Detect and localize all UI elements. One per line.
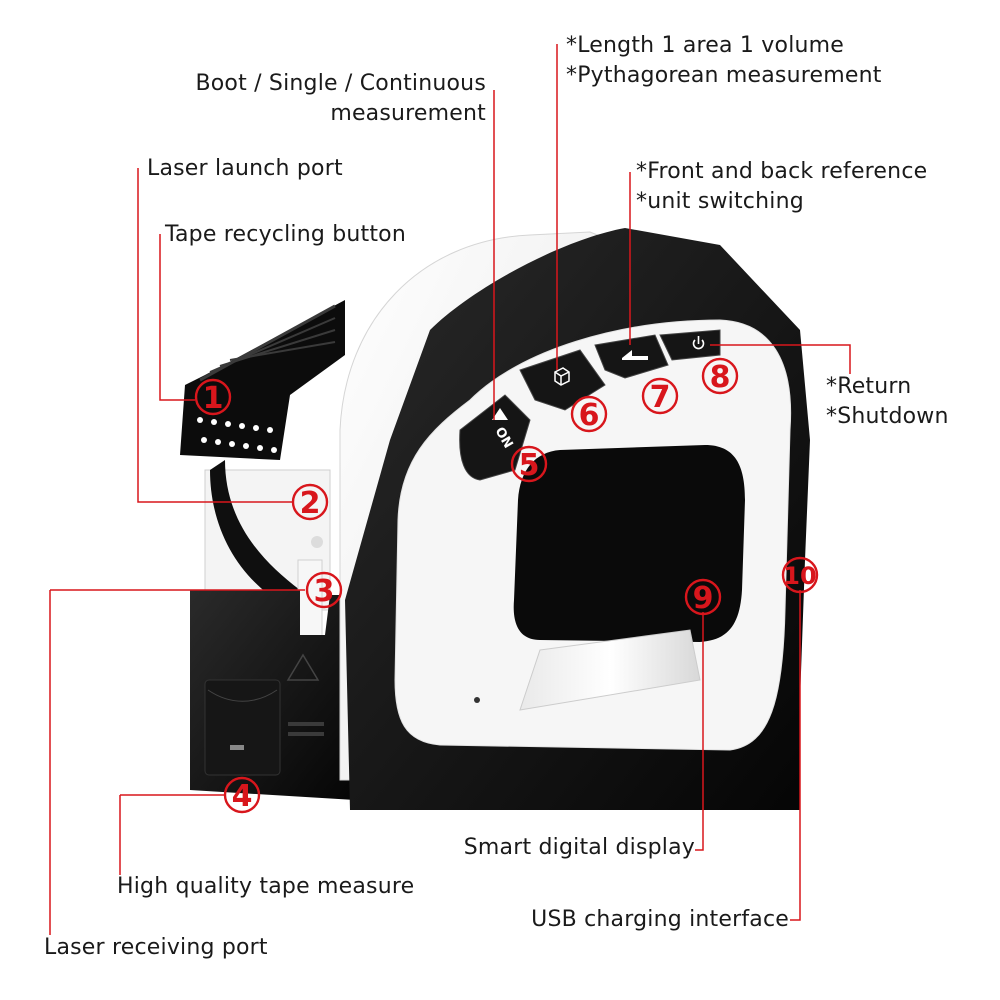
callout-6: 6 <box>579 398 600 433</box>
callout-2: 2 <box>300 486 321 521</box>
clear-window <box>519 629 701 711</box>
callout-7: 7 <box>650 380 671 415</box>
label-tape-quality: High quality tape measure <box>117 874 415 899</box>
label-usb: USB charging interface <box>531 907 789 932</box>
label-power: Boot / Single / Continuous <box>195 71 486 96</box>
reference-button[interactable] <box>594 334 669 379</box>
tape-hook <box>180 300 345 460</box>
callout-8: 8 <box>710 360 731 395</box>
callout-rings <box>194 357 819 814</box>
leader-lines <box>49 44 851 935</box>
callout-9: 9 <box>693 581 714 616</box>
label-display: Smart digital display <box>463 835 695 860</box>
callout-5: 5 <box>519 448 540 483</box>
on-arrow-icon <box>492 408 508 420</box>
front-base <box>190 590 355 800</box>
angle-icon <box>622 350 648 360</box>
label-pythagorean: *Pythagorean measurement <box>566 63 882 88</box>
callout-3: 3 <box>314 574 335 609</box>
label-return: *Return <box>826 374 912 399</box>
label-power-line2: measurement <box>330 101 486 126</box>
label-shutdown: *Shutdown <box>826 404 949 429</box>
label-front-back: *Front and back reference <box>636 159 928 184</box>
label-tape-recycle: Tape recycling button <box>165 222 406 247</box>
label-laser-launch: Laser launch port <box>147 156 343 181</box>
label-length-area: *Length 1 area 1 volume <box>566 33 845 58</box>
callout-10: 10 <box>783 562 816 590</box>
callout-1: 1 <box>203 381 224 416</box>
label-laser-receive: Laser receiving port <box>44 935 268 960</box>
power-icon <box>692 336 705 350</box>
power-button[interactable] <box>659 329 721 361</box>
mic-dot <box>474 697 480 703</box>
callout-4: 4 <box>232 779 253 814</box>
label-unit-switch: *unit switching <box>636 189 804 214</box>
cube-icon <box>554 367 570 386</box>
